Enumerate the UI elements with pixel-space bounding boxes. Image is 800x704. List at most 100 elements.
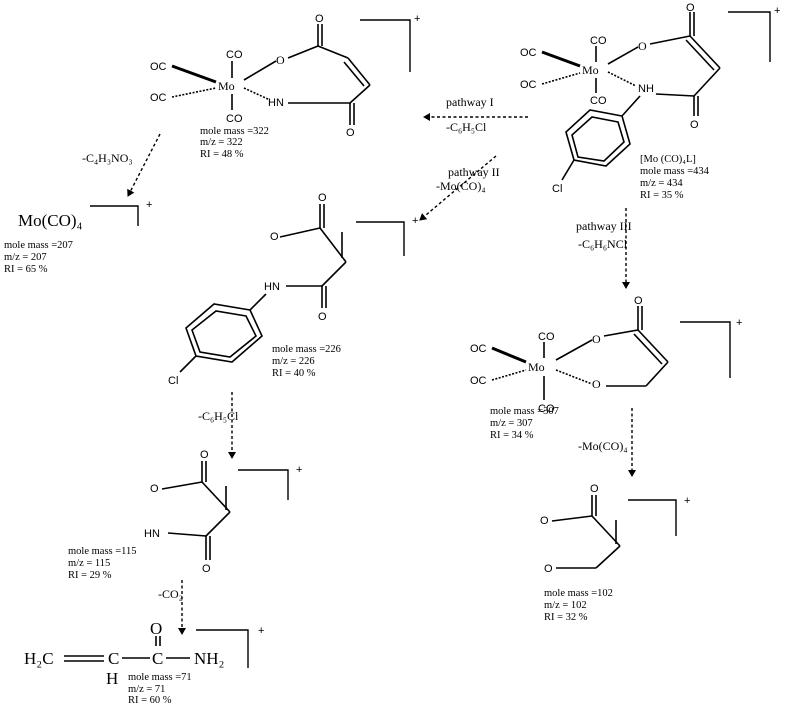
- svg-text:RI = 35 %: RI = 35 %: [640, 190, 684, 201]
- svg-text:HN: HN: [264, 281, 280, 293]
- co-ligand-top: CO: [226, 49, 243, 61]
- svg-text:m/z = 322: m/z = 322: [200, 137, 243, 148]
- charge: +: [414, 13, 420, 25]
- svg-text:+: +: [258, 625, 264, 637]
- svg-text:O: O: [686, 2, 695, 14]
- oc-ligand-left: OC: [150, 61, 167, 73]
- svg-text:O: O: [202, 563, 211, 575]
- svg-text:mole mass =115: mole mass =115: [68, 546, 137, 557]
- svg-text:CO: CO: [590, 95, 607, 107]
- pathway-2-loss: -Mo(CO)₄: [436, 179, 486, 193]
- svg-text:m/z = 115: m/z = 115: [68, 558, 110, 569]
- svg-text:O: O: [592, 332, 601, 346]
- svg-text:RI = 34 %: RI = 34 %: [490, 430, 534, 441]
- svg-text:O: O: [150, 619, 162, 638]
- svg-text:O: O: [592, 377, 601, 391]
- species-5-structure: Mo CO OC OC CO O O O +: [470, 295, 742, 415]
- pathway-1-loss: -C₆H₅Cl: [446, 120, 487, 134]
- species-2-info: [Mo (CO)₄L] mole mass =434 m/z = 434 RI …: [640, 154, 710, 201]
- species-3-info: mole mass =207 m/z = 207 RI = 65 %: [4, 240, 73, 275]
- svg-text:OC: OC: [470, 343, 487, 355]
- svg-text:m/z = 71: m/z = 71: [128, 684, 165, 695]
- svg-text:C: C: [108, 649, 119, 668]
- species-3-formula: Mo(CO)₄: [18, 211, 83, 230]
- species-4-structure: O O O HN Cl +: [168, 192, 418, 387]
- svg-text:CO: CO: [538, 331, 555, 343]
- svg-text:[Mo (CO)₄L]: [Mo (CO)₄L]: [640, 154, 696, 165]
- oc-ligand-left-lower: OC: [150, 92, 167, 104]
- species-8-info: mole mass =71 m/z = 71 RI = 60 %: [128, 672, 192, 704]
- svg-text:mole mass =307: mole mass =307: [490, 406, 559, 417]
- svg-text:O: O: [318, 192, 327, 204]
- h2c-label: H₂C: [24, 649, 54, 668]
- svg-text:mole mass =322: mole mass =322: [200, 126, 269, 137]
- svg-text:mole mass =434: mole mass =434: [640, 166, 710, 177]
- species-7-info: mole mass =102 m/z = 102 RI = 32 %: [544, 588, 613, 623]
- loss-s5-label: -Mo(CO)₄: [578, 439, 628, 453]
- svg-text:NH: NH: [638, 83, 654, 95]
- svg-text:O: O: [690, 119, 699, 131]
- svg-text:RI = 48 %: RI = 48 %: [200, 149, 244, 160]
- hn-atom: HN: [268, 97, 284, 109]
- svg-text:mole mass =102: mole mass =102: [544, 588, 613, 599]
- svg-text:RI = 32 %: RI = 32 %: [544, 612, 588, 623]
- svg-text:m/z = 226: m/z = 226: [272, 356, 315, 367]
- svg-text:RI = 60 %: RI = 60 %: [128, 695, 172, 704]
- svg-text:NH₂: NH₂: [194, 649, 224, 668]
- species-5-info: mole mass =307 m/z = 307 RI = 34 %: [490, 406, 559, 441]
- carbonyl-o2: O: [346, 127, 355, 139]
- loss-s6-label: -CO₂: [158, 587, 183, 601]
- svg-text:+: +: [736, 317, 742, 329]
- carbonyl-o: O: [315, 13, 324, 25]
- svg-text:OC: OC: [470, 375, 487, 387]
- svg-text:O: O: [540, 515, 549, 527]
- svg-text:RI = 29 %: RI = 29 %: [68, 570, 112, 581]
- svg-text:m/z = 434: m/z = 434: [640, 178, 683, 189]
- svg-text:+: +: [684, 495, 690, 507]
- loss-s1-arrow: [127, 133, 161, 197]
- svg-text:H: H: [106, 669, 118, 688]
- svg-text:+: +: [296, 464, 302, 476]
- loss-s4-label: -C₆H₅Cl: [198, 409, 239, 423]
- svg-text:Cl: Cl: [168, 375, 178, 387]
- species-6-info: mole mass =115 m/z = 115 RI = 29 %: [68, 546, 137, 581]
- svg-text:mole mass =226: mole mass =226: [272, 344, 341, 355]
- pathway-2-label: pathway II: [448, 165, 500, 179]
- svg-text:m/z = 207: m/z = 207: [4, 252, 47, 263]
- species-1-structure: Mo CO OC OC CO O HN O O +: [150, 13, 420, 139]
- svg-text:C: C: [152, 649, 163, 668]
- co-ligand-bottom: CO: [226, 113, 243, 125]
- svg-text:O: O: [270, 231, 279, 243]
- svg-text:O: O: [200, 449, 209, 461]
- species-1-info: mole mass =322 m/z = 322 RI = 48 %: [200, 126, 269, 160]
- pathway-1-label: pathway I: [446, 95, 494, 109]
- svg-text:O: O: [638, 39, 647, 53]
- pathway-2-arrow: [419, 155, 497, 221]
- species-8-structure: H₂C C H C O NH₂ +: [24, 619, 264, 688]
- svg-text:OC: OC: [520, 79, 537, 91]
- svg-text:CO: CO: [538, 403, 555, 415]
- svg-text:OC: OC: [520, 47, 537, 59]
- svg-text:Cl: Cl: [552, 183, 562, 195]
- svg-text:O: O: [544, 563, 553, 575]
- svg-text:O: O: [318, 311, 327, 323]
- svg-text:mole mass =207: mole mass =207: [4, 240, 73, 251]
- svg-text:Mo: Mo: [528, 360, 545, 374]
- pathway-3-loss: -C₆H₆NCl: [578, 237, 628, 251]
- mo-atom-2: Mo: [582, 63, 599, 77]
- svg-text:+: +: [146, 199, 152, 211]
- svg-text:mole mass =71: mole mass =71: [128, 672, 192, 683]
- species-4-info: mole mass =226 m/z = 226 RI = 40 %: [272, 344, 341, 379]
- svg-text:O: O: [150, 483, 159, 495]
- svg-text:m/z = 102: m/z = 102: [544, 600, 587, 611]
- mo-atom: Mo: [218, 79, 235, 93]
- svg-text:O: O: [634, 295, 643, 307]
- svg-text:HN: HN: [144, 528, 160, 540]
- svg-text:+: +: [774, 5, 780, 17]
- svg-text:RI = 65 %: RI = 65 %: [4, 264, 48, 275]
- svg-text:CO: CO: [590, 35, 607, 47]
- pathway-3-label: pathway III: [576, 219, 632, 233]
- svg-text:O: O: [590, 483, 599, 495]
